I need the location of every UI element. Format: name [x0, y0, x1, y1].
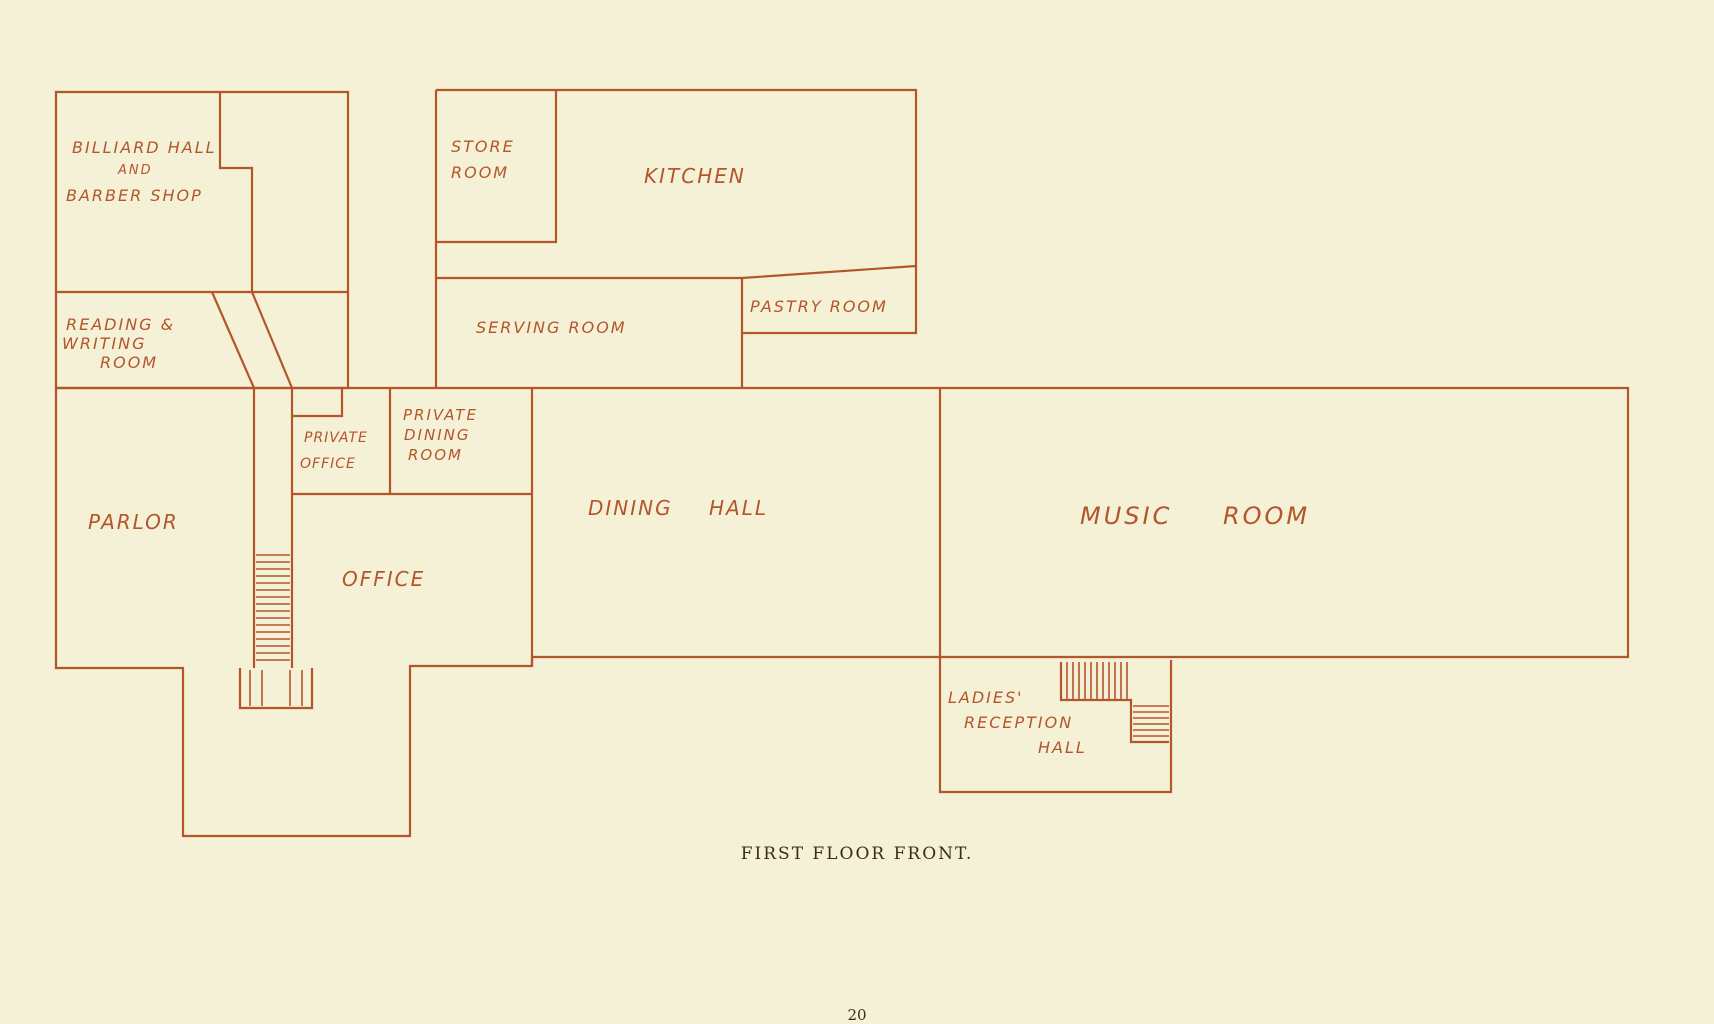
label-private-dining-3: ROOM: [408, 446, 463, 464]
label-billiard-and: AND: [117, 163, 153, 178]
label-writing: WRITING: [62, 334, 147, 353]
label-ladies: LADIES': [948, 688, 1024, 707]
label-reading: READING &: [66, 315, 175, 334]
label-reception: RECEPTION: [964, 713, 1073, 732]
label-private-dining-2: DINING: [404, 426, 470, 444]
label-private-dining-1: PRIVATE: [403, 406, 478, 424]
figure-caption: FIRST FLOOR FRONT.: [740, 844, 974, 864]
label-hall: HALL: [1038, 738, 1087, 757]
staircase-ladies-hall: [1059, 662, 1169, 744]
label-kitchen: KITCHEN: [644, 164, 746, 188]
label-office: OFFICE: [342, 567, 425, 591]
label-billiard-hall: BILLIARD HALL: [72, 138, 217, 157]
label-private-office-1: PRIVATE: [304, 430, 368, 446]
label-serving-room: SERVING ROOM: [476, 318, 627, 337]
label-music-room: MUSIC ROOM: [1080, 502, 1310, 530]
label-parlor: PARLOR: [88, 510, 179, 534]
label-store: STORE: [451, 137, 515, 156]
page-number: 20: [847, 1006, 867, 1024]
label-barber-shop: BARBER SHOP: [66, 186, 203, 205]
label-dining-hall: DINING HALL: [588, 496, 768, 520]
label-store-room: ROOM: [451, 163, 509, 182]
label-reading-room: ROOM: [100, 353, 158, 372]
entrance-steps: [249, 670, 303, 706]
label-private-office-2: OFFICE: [300, 456, 356, 472]
staircase-office: [256, 554, 290, 661]
room-labels: BILLIARD HALL AND BARBER SHOP STORE ROOM…: [62, 137, 1310, 757]
label-pastry-room: PASTRY ROOM: [750, 297, 888, 316]
walls: [54, 88, 1630, 838]
